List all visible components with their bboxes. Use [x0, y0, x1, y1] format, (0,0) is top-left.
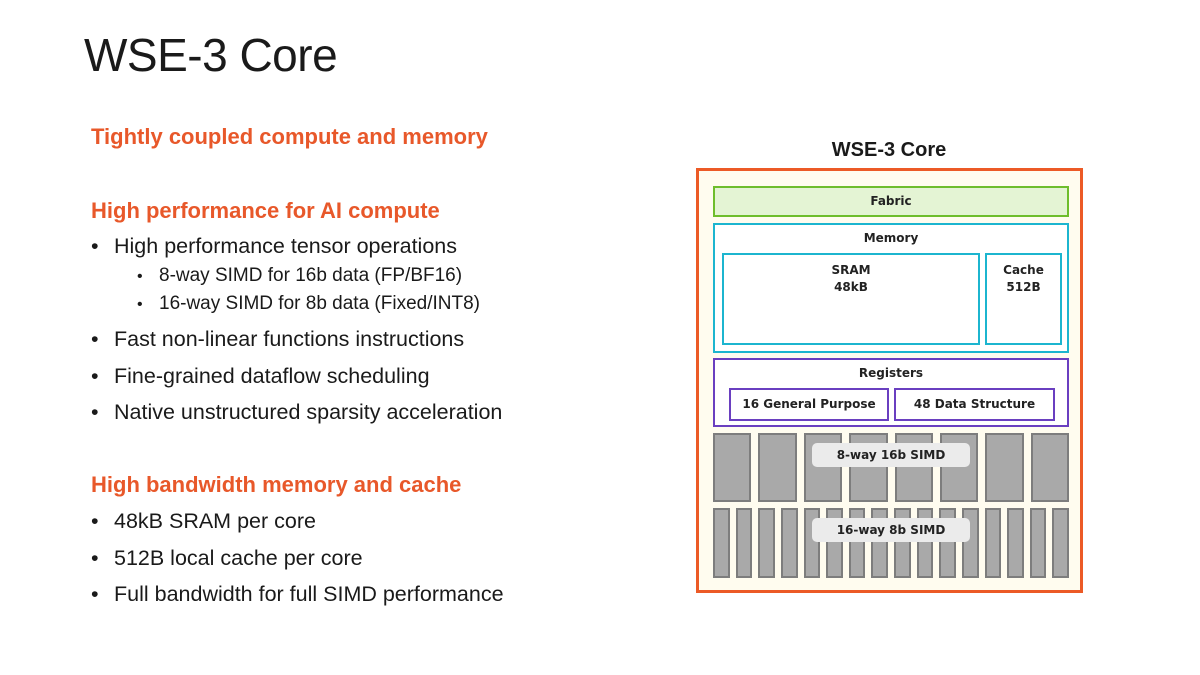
bullet-dot: • [91, 234, 99, 258]
bullet-dot: • [91, 364, 99, 388]
bullet-dot: • [91, 582, 99, 606]
sram-label: SRAM [831, 263, 871, 277]
sub-bullet-16b: •8-way SIMD for 16b data (FP/BF16) [137, 265, 463, 286]
bullet-dot: • [91, 546, 99, 570]
simd-lane [780, 508, 798, 578]
bullet-dot: • [91, 400, 99, 424]
registers-label: Registers [858, 366, 924, 380]
sram-block: SRAM 48kB [722, 253, 980, 345]
cache-block: Cache 512B [985, 253, 1062, 345]
memory-label: Memory [863, 231, 919, 245]
data-structure-registers: 48 Data Structure [894, 388, 1055, 421]
bullet-nonlinear: •Fast non-linear functions instructions [91, 327, 465, 351]
diagram-title: WSE-3 Core [831, 139, 947, 161]
bullet-sram: •48kB SRAM per core [91, 509, 316, 533]
core-diagram: Fabric Memory SRAM 48kB Cache 512B Regis… [696, 168, 1083, 593]
simd-lane [735, 508, 753, 578]
registers-block: Registers 16 General Purpose 48 Data Str… [713, 358, 1069, 427]
bullet-dataflow: •Fine-grained dataflow scheduling [91, 364, 430, 388]
simd-lane [713, 508, 730, 578]
bullet-dot: • [91, 509, 99, 533]
heading-ai-compute: High performance for AI compute [91, 198, 440, 223]
heading-tightly-coupled: Tightly coupled compute and memory [91, 124, 488, 149]
simd-lane [1007, 508, 1024, 578]
simd-lane [1052, 508, 1069, 578]
simd-16b-label: 8-way 16b SIMD [812, 443, 970, 467]
simd-lane [758, 508, 775, 578]
simd-lane [1029, 508, 1047, 578]
bullet-dot: • [91, 327, 99, 351]
sub-bullet-8b: •16-way SIMD for 8b data (Fixed/INT8) [137, 293, 480, 314]
bullet-dot: • [137, 296, 143, 313]
slide-title: WSE-3 Core [84, 29, 338, 81]
simd-lane [713, 433, 752, 502]
simd-lane [985, 433, 1024, 502]
bullet-cache: •512B local cache per core [91, 546, 363, 570]
cache-size: 512B [1006, 280, 1041, 294]
sram-size: 48kB [834, 280, 868, 294]
general-purpose-registers: 16 General Purpose [729, 388, 889, 421]
bullet-dot: • [137, 268, 143, 285]
bullet-sparsity: •Native unstructured sparsity accelerati… [91, 400, 503, 424]
simd-8b-label: 16-way 8b SIMD [812, 518, 970, 542]
memory-block: Memory SRAM 48kB Cache 512B [713, 223, 1069, 353]
bullet-full-bandwidth: •Full bandwidth for full SIMD performanc… [91, 582, 504, 606]
simd-lane [984, 508, 1002, 578]
fabric-block: Fabric [713, 186, 1069, 217]
heading-bandwidth: High bandwidth memory and cache [91, 472, 462, 497]
simd-lane [758, 433, 797, 502]
bullet-tensor-ops: •High performance tensor operations [91, 234, 457, 258]
cache-label: Cache [1003, 263, 1044, 277]
simd-lane [1030, 433, 1069, 502]
